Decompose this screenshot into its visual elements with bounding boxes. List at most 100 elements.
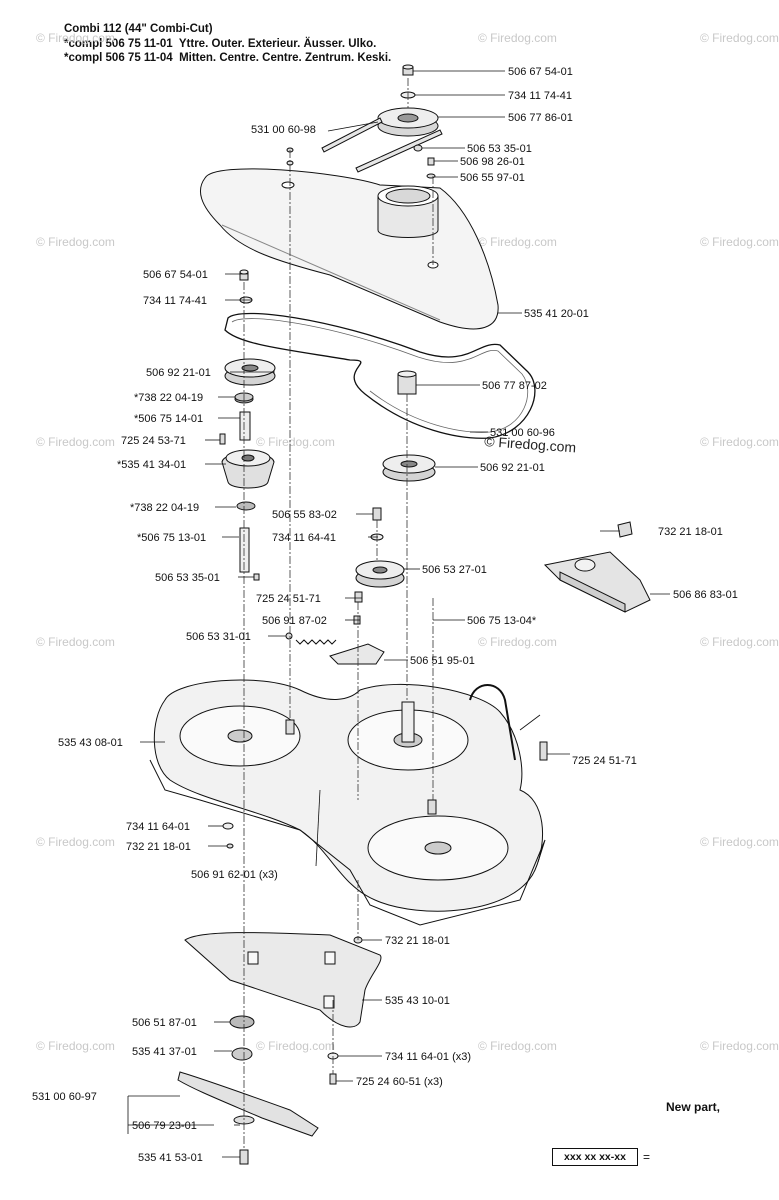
part-label: 725 24 60-51 (x3) [356,1076,443,1088]
watermark: © Firedog.com [36,235,115,249]
watermark: © Firedog.com [256,1039,335,1053]
spring-icon [295,639,337,645]
legend-equals: = [643,1150,651,1164]
part-label: 732 21 18-01 [385,935,450,947]
part-label: 506 98 26-01 [460,156,525,168]
legend-code-box: xxx xx xx-xx [552,1148,638,1166]
bolt-icon [354,591,363,603]
watermark: © Firedog.com [478,635,557,649]
pin-icon [413,144,423,152]
cover-hole-icon [281,181,295,189]
part-label: 535 43 10-01 [385,995,450,1007]
watermark: © Firedog.com [36,1039,115,1053]
part-label: 506 92 21-01 [146,367,211,379]
screw-icon [539,741,548,761]
bolt-icon [329,1073,337,1085]
belt-icon [355,129,443,173]
watermark: © Firedog.com [700,1039,779,1053]
watermark: © Firedog.com [478,235,557,249]
pulley-icon [224,358,276,386]
idler-pulley-icon [355,560,405,588]
center-lines [243,78,434,1150]
part-label: 506 67 54-01 [143,269,208,281]
pin-icon [285,632,293,640]
part-label: *738 22 04-19 [130,502,199,514]
legend-new-part: New part, [666,1100,721,1114]
part-labels: 506 67 54-01 734 11 74-41 506 77 86-01 5… [32,66,738,1164]
watermark: © Firedog.com [36,635,115,649]
watermark: © Firedog.com [36,31,115,45]
part-label: 535 43 08-01 [58,737,123,749]
part-label: 725 24 51-71 [256,593,321,605]
part-label: 506 91 62-01 (x3) [191,869,278,881]
part-label: 734 11 74-41 [143,295,207,307]
part-label: 506 55 97-01 [460,172,525,184]
diagram-title: Combi 112 (44" Combi-Cut) [64,23,213,35]
watermark: © Firedog.com [700,835,779,849]
idler-arm-icon [329,643,385,665]
part-label: 725 24 51-71 [572,755,637,767]
part-label: 506 92 21-01 [480,462,545,474]
spacer-icon [239,411,251,441]
blade-icon [177,1071,319,1137]
pin-icon [253,573,260,581]
part-label: *535 41 34-01 [117,459,186,471]
watermark: © Firedog.com [478,1039,557,1053]
part-label: 506 67 54-01 [508,66,573,78]
part-label: *738 22 04-19 [134,392,203,404]
mower-deck-icon [149,679,546,926]
part-label: 734 11 74-41 [508,90,572,102]
part-label: 506 53 27-01 [422,564,487,576]
part-label: 506 53 31-01 [186,631,251,643]
part-label: 506 77 87-02 [482,380,547,392]
washer-icon [222,822,234,830]
part-label: 725 24 53-71 [121,435,186,447]
bolt-icon [372,507,382,521]
part-label: 506 51 87-01 [132,1017,197,1029]
watermark: © Firedog.com [700,435,779,449]
nut-icon [226,843,234,849]
part-label: 535 41 53-01 [138,1152,203,1164]
pulley-icon [382,454,436,482]
collar-icon [377,195,439,238]
header-note-centre: *compl 506 75 11-04 Mitten. Centre. Cent… [64,52,392,64]
part-label: 506 53 35-01 [467,143,532,155]
watermark: © Firedog.com [478,31,557,45]
part-label: 535 41 37-01 [132,1046,197,1058]
spindle-housing-icon [221,449,275,489]
part-label: 732 21 18-01 [658,526,723,538]
part-label: 531 00 60-96 [490,427,555,439]
drive-belt-icon [224,312,536,439]
washer-icon [426,173,436,179]
part-label: 734 11 64-01 [126,821,190,833]
bolt-icon [239,1149,249,1165]
part-label: 734 11 64-01 (x3) [385,1051,471,1063]
bolt-icon [402,64,414,76]
screw-icon [427,157,435,166]
watermark: © Firedog.com [700,235,779,249]
hub-icon [229,1015,255,1029]
watermark-dark: © Firedog.com [484,433,577,455]
part-label: 506 75 13-04* [467,615,537,627]
part-label: 506 91 87-02 [262,615,327,627]
part-label: 506 79 23-01 [132,1120,197,1132]
part-label: 506 53 35-01 [155,572,220,584]
part-label: 506 51 95-01 [410,655,475,667]
bracket-icon [543,551,651,613]
part-label: 506 86 83-01 [673,589,738,601]
part-label: *506 75 14-01 [134,413,203,425]
top-assembly [149,64,651,1165]
spindle-shaft-icon [239,527,250,573]
part-label: 732 21 18-01 [126,841,191,853]
part-label: 506 55 83-02 [272,509,337,521]
watermark: © Firedog.com [700,31,779,45]
watermark: © Firedog.com [36,835,115,849]
adapter-icon [231,1047,253,1061]
watermark: © Firedog.com [36,435,115,449]
belt-icon [321,117,383,153]
nut-icon [617,521,633,538]
part-label: 506 77 86-01 [508,112,573,124]
screw-icon [219,433,226,445]
